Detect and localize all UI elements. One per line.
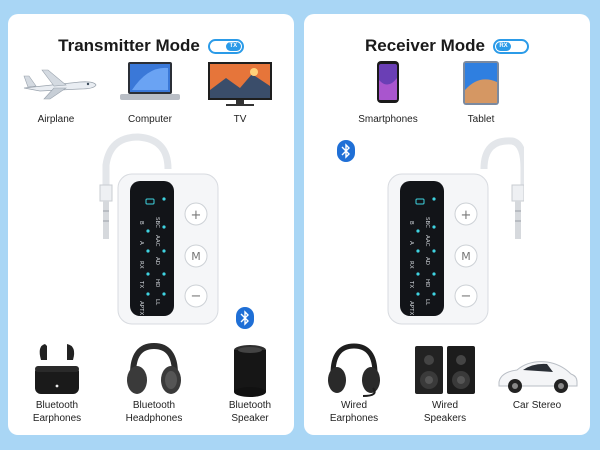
sink-label-line1: Bluetooth: [228, 400, 272, 411]
sink-bluetooth-speaker: Bluetooth Speaker: [212, 340, 288, 424]
source-airplane: Airplane: [20, 66, 97, 125]
sink-label-line2: Headphones: [125, 413, 183, 424]
adapter-device-illustration: + M − SBC AAC AD HD LL B A RX TX APTX: [99, 133, 219, 325]
sink-label-line1: Wired: [340, 400, 368, 411]
source-label: TV: [233, 114, 247, 125]
sink-wired-speakers: Wired Speakers: [404, 340, 486, 424]
svg-text:APTX: APTX: [138, 301, 144, 315]
svg-text:SBC: SBC: [154, 217, 160, 228]
tablet-icon: [463, 61, 499, 105]
svg-text:M: M: [191, 250, 201, 263]
sink-label-line1: Wired: [431, 400, 459, 411]
svg-text:B: B: [138, 221, 144, 225]
speaker-icon: [234, 345, 266, 397]
bookshelf-speakers-icon: [415, 346, 475, 394]
bluetooth-icon: [236, 307, 254, 329]
svg-text:−: −: [461, 289, 472, 304]
svg-text:A: A: [138, 241, 144, 245]
adapter-device-illustration: + M − SBC AAC AD HD LL B A RX TX APTX: [387, 137, 524, 325]
svg-text:HD: HD: [424, 279, 430, 287]
car-icon: [498, 361, 578, 393]
wired-headset-icon: [328, 343, 380, 397]
sink-label-line1: Bluetooth: [35, 400, 79, 411]
sink-label-line1: Car Stereo: [512, 400, 562, 411]
sink-label-line2: Speaker: [231, 413, 269, 424]
sink-bluetooth-headphones: Bluetooth Headphones: [114, 340, 194, 424]
bluetooth-icon: [337, 140, 355, 162]
laptop-icon: [120, 62, 180, 100]
svg-text:RX: RX: [138, 261, 144, 269]
source-tv: TV: [204, 60, 276, 125]
svg-text:APTX: APTX: [408, 301, 414, 315]
sink-wired-earphones: Wired Earphones: [312, 340, 396, 424]
rx-toggle[interactable]: RX: [493, 38, 529, 54]
sink-bluetooth-earphones: Bluetooth Earphones: [18, 340, 96, 424]
svg-text:AAC: AAC: [424, 235, 430, 247]
svg-text:LL: LL: [424, 299, 430, 306]
earbuds-icon: [35, 344, 79, 394]
source-tablet: Tablet: [446, 60, 516, 125]
tv-icon: [208, 62, 272, 106]
svg-text:AAC: AAC: [154, 235, 160, 247]
svg-text:SBC: SBC: [424, 217, 430, 228]
sink-car-stereo: Car Stereo: [492, 350, 582, 411]
svg-text:TX: TX: [408, 280, 414, 288]
svg-text:M: M: [461, 250, 471, 263]
svg-text:+: +: [461, 208, 472, 223]
svg-text:+: +: [191, 208, 202, 223]
source-label: Tablet: [467, 114, 495, 125]
tx-badge: TX: [225, 41, 241, 51]
transmitter-title: Transmitter Mode: [58, 36, 200, 55]
svg-text:LL: LL: [154, 299, 160, 306]
airplane-icon: [23, 69, 97, 100]
transmitter-title-row: Transmitter Mode TX: [8, 36, 294, 56]
sink-label-line2: Earphones: [32, 413, 82, 424]
source-label: Airplane: [37, 114, 75, 125]
svg-text:RX: RX: [408, 261, 414, 269]
adapter-device-rx: + M − SBC AAC AD HD LL B A RX TX APTX: [374, 129, 524, 329]
headphones-icon: [127, 342, 181, 394]
source-label: Computer: [128, 114, 172, 125]
sink-label-line1: Bluetooth: [132, 400, 176, 411]
adapter-device-tx: + M − SBC AAC AD HD LL B A RX TX APTX: [78, 129, 228, 329]
tx-toggle[interactable]: TX: [207, 38, 244, 54]
receiver-panel: Receiver Mode RX Smartphones Tablet: [304, 14, 590, 435]
transmitter-panel: Transmitter Mode TX Airplane Computer: [8, 14, 294, 435]
rx-badge: RX: [496, 41, 511, 51]
svg-text:AD: AD: [424, 257, 430, 265]
svg-text:A: A: [408, 241, 414, 245]
svg-text:B: B: [408, 221, 414, 225]
receiver-title: Receiver Mode: [365, 36, 485, 55]
source-label: Smartphones: [358, 114, 418, 125]
sink-label-line2: Speakers: [423, 413, 467, 424]
smartphone-icon: [377, 61, 399, 103]
svg-text:AD: AD: [154, 257, 160, 265]
svg-text:HD: HD: [154, 279, 160, 287]
source-smartphones: Smartphones: [348, 60, 428, 125]
svg-text:TX: TX: [138, 280, 144, 288]
source-computer: Computer: [112, 60, 188, 125]
sink-label-line2: Earphones: [329, 413, 379, 424]
receiver-title-row: Receiver Mode RX: [304, 36, 590, 56]
svg-text:−: −: [191, 289, 202, 304]
